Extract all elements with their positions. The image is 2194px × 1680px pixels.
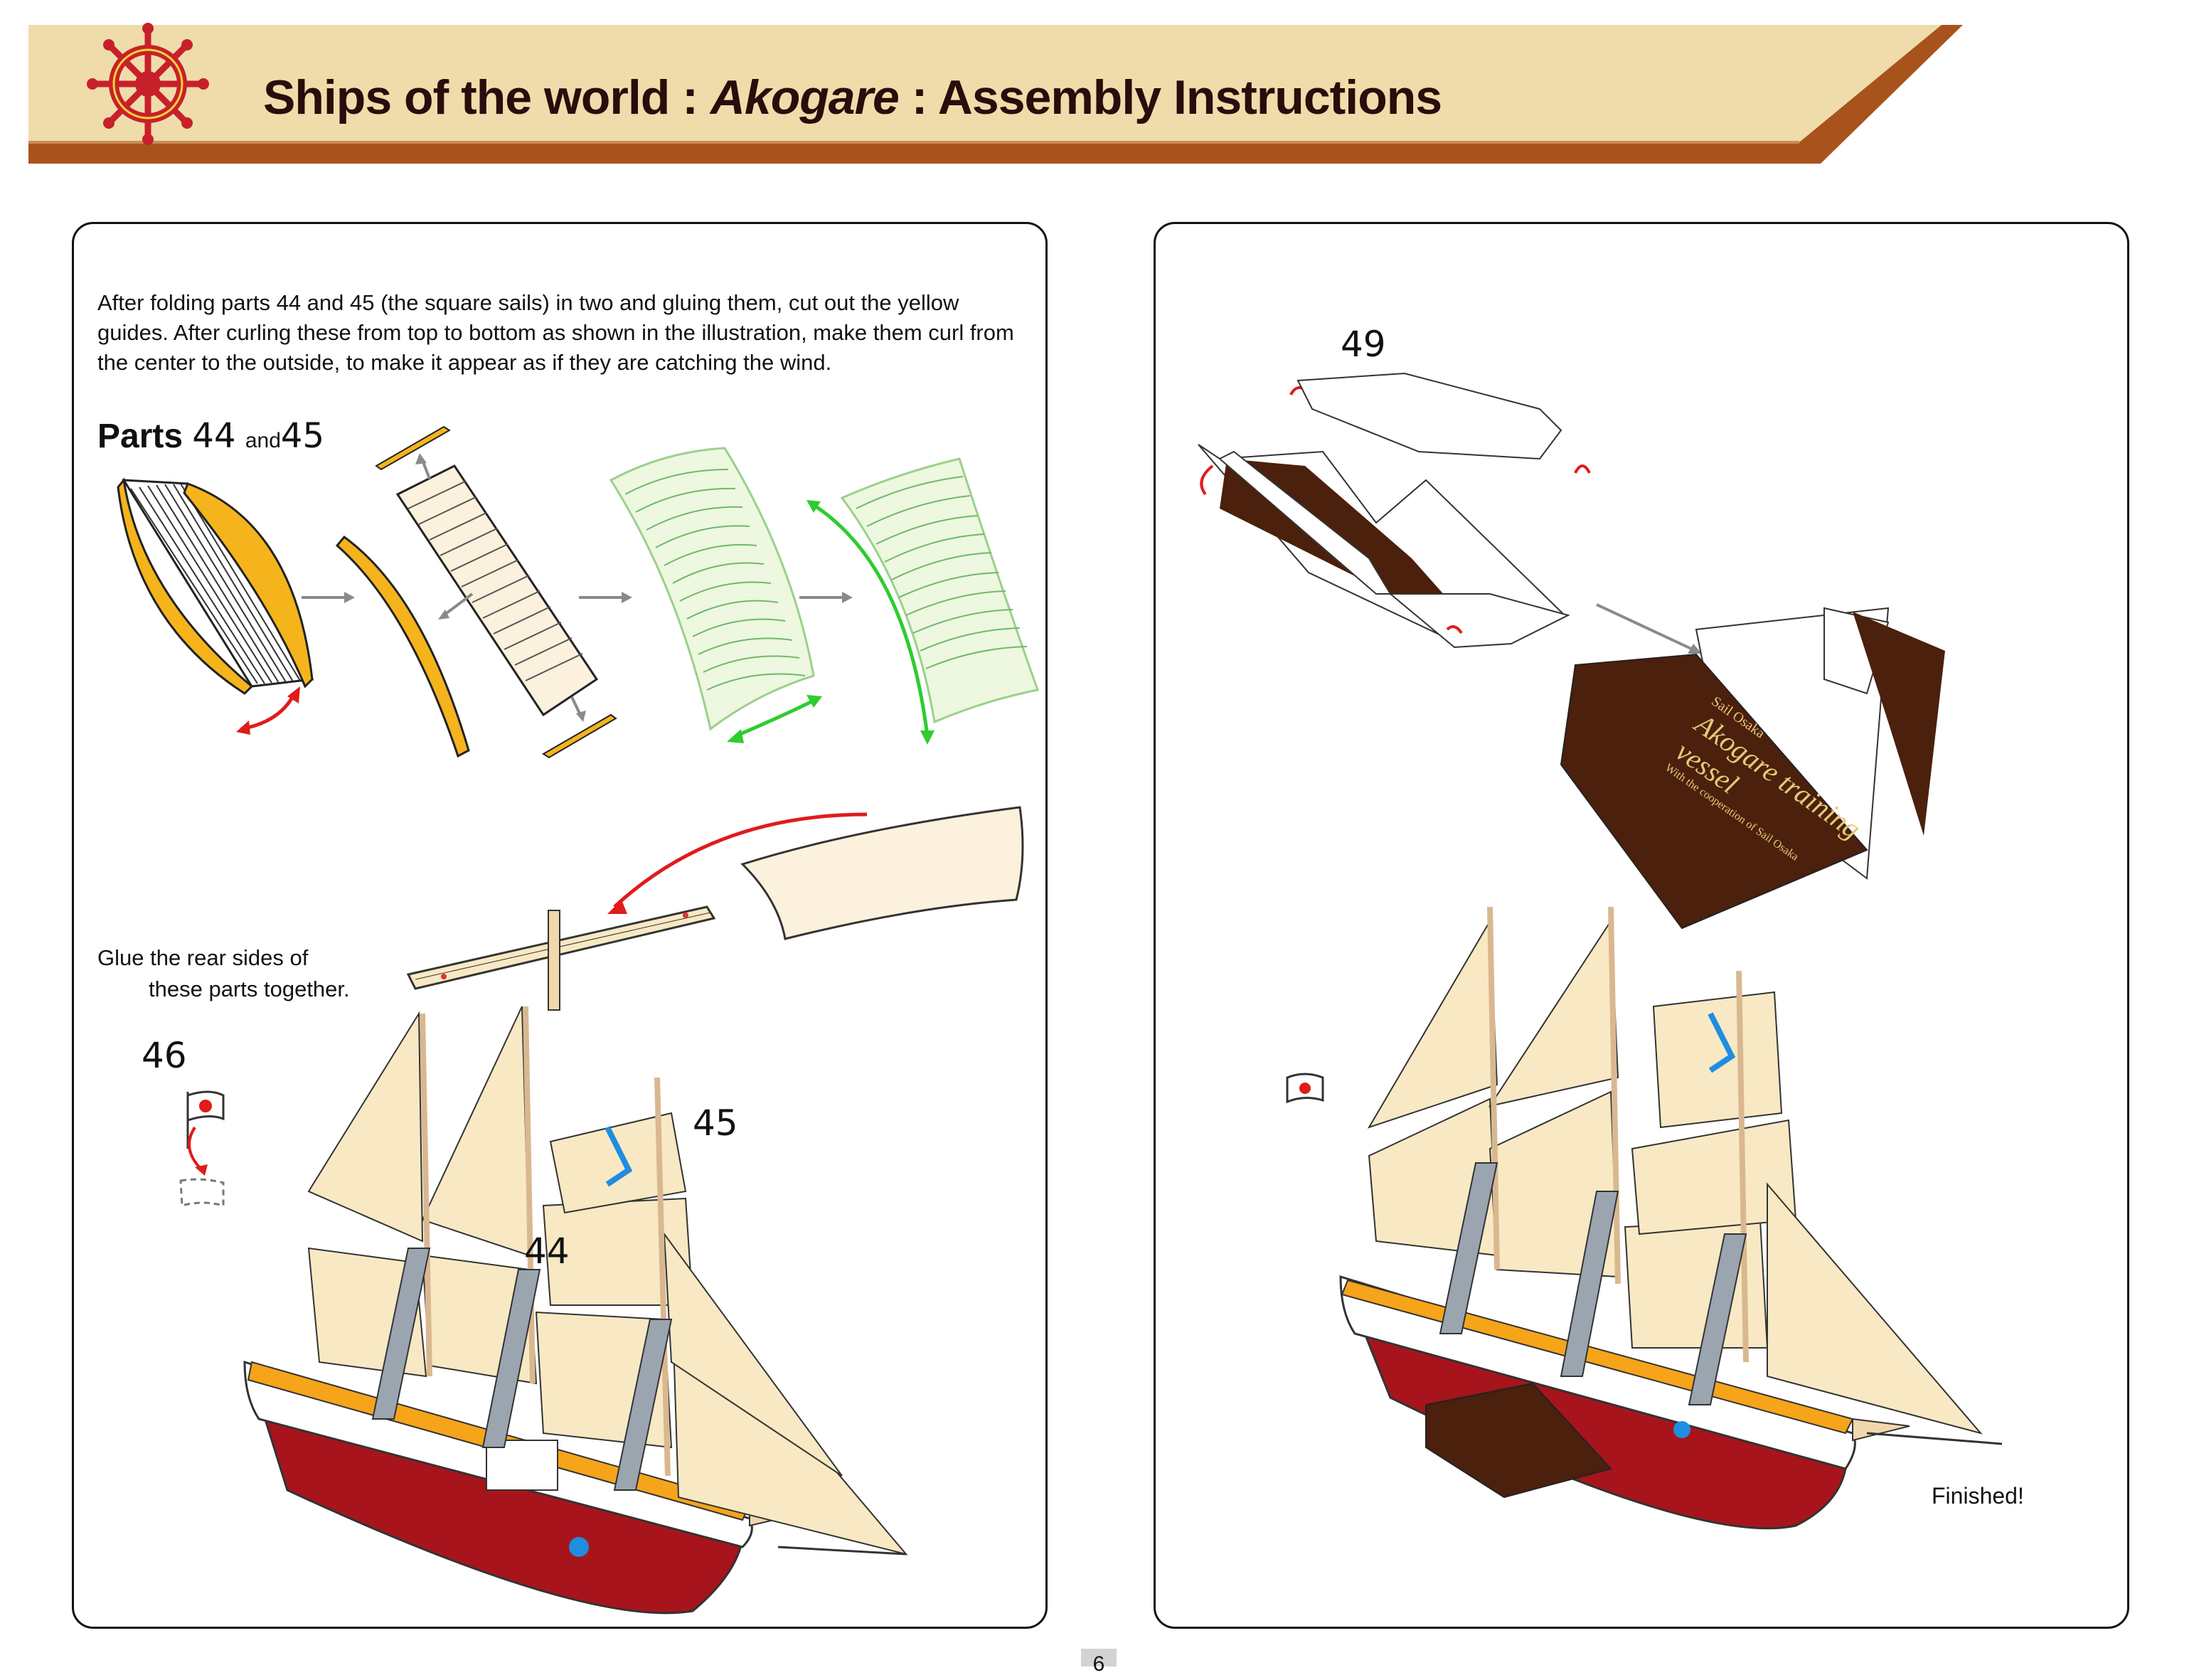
folded-sail-illustration [117, 477, 314, 735]
curled-sail-final-illustration [806, 457, 1039, 745]
right-illustrations [1198, 372, 2003, 1530]
stand-assembled-illustration [1560, 607, 1945, 930]
part-46-label: 46 [142, 1035, 187, 1076]
part-45-label: 45 [693, 1102, 738, 1144]
ships-wheel-icon [87, 23, 209, 145]
glue-instruction: Glue the rear sides of these parts toget… [97, 945, 350, 1001]
step-arrow [1596, 603, 1693, 651]
stand-flat-illustration [1198, 372, 1591, 649]
header-banner [28, 23, 1963, 164]
sail-with-guide-illustration [335, 425, 617, 759]
part-44-label: 44 [524, 1230, 570, 1272]
page-title: Ships of the world : Akogare : Assembly … [263, 70, 1442, 124]
left-illustrations [117, 425, 1039, 1615]
yard-assembly-illustration [406, 806, 1024, 1011]
page-number: 6 [1081, 1649, 1117, 1676]
part-49-label: 49 [1341, 324, 1386, 365]
ship-illustration-left [243, 1006, 908, 1615]
right-instruction-panel: 49 [1154, 222, 2129, 1629]
left-instruction-panel: After folding parts 44 and 45 (the squar… [72, 222, 1048, 1629]
intro-text: After folding parts 44 and 45 (the squar… [97, 290, 1014, 375]
ship-illustration-finished [1286, 906, 2003, 1530]
finished-label: Finished! [1932, 1483, 2024, 1509]
page-header: Ships of the world : Akogare : Assembly … [0, 0, 2194, 171]
curled-sail-illustration [609, 447, 822, 743]
parts-label: Parts 44 and45 [97, 416, 324, 456]
japan-flag-illustration [179, 1090, 225, 1207]
